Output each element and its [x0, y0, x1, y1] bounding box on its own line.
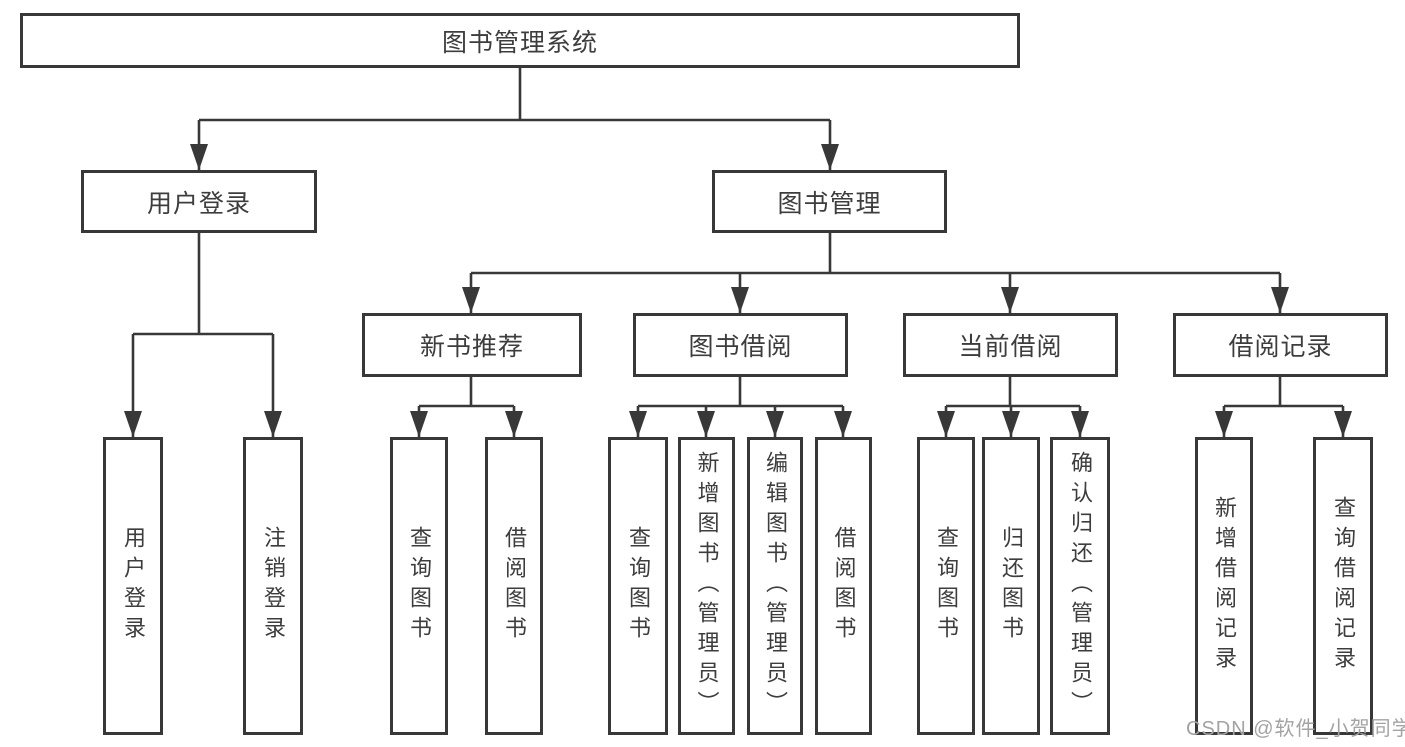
csdn-watermark: CSDN @软件_小贺同学: [1186, 718, 1405, 740]
leaf-query-books-recommend: 查询图书: [390, 437, 448, 735]
leaf-label: 确认归还（管理员）: [1068, 451, 1093, 721]
node-label: 新书推荐: [419, 333, 524, 361]
node-new-book-recommend: 新书推荐: [362, 313, 582, 377]
leaf-label: 新增图书（管理员）: [694, 451, 720, 721]
leaf-add-borrow-record: 新增借阅记录: [1195, 437, 1253, 735]
leaf-user-login: 用户登录: [103, 437, 163, 735]
node-label: 当前借阅: [958, 333, 1063, 361]
leaf-confirm-return-admin: 确认归还（管理员）: [1050, 437, 1110, 735]
node-user-login: 用户登录: [81, 170, 317, 233]
leaf-label: 用户登录: [121, 526, 146, 646]
leaf-label: 编辑图书（管理员）: [763, 451, 788, 721]
leaf-query-books-current: 查询图书: [917, 437, 975, 735]
leaf-logout: 注销登录: [243, 437, 303, 735]
node-borrow-records: 借阅记录: [1173, 313, 1388, 377]
node-book-management: 图书管理: [712, 170, 947, 233]
leaf-label: 注销登录: [261, 526, 286, 646]
leaf-label: 借阅图书: [831, 526, 857, 646]
leaf-label: 新增借阅记录: [1212, 496, 1237, 676]
leaf-query-books-borrowing: 查询图书: [608, 437, 668, 735]
node-label: 图书管理: [777, 189, 882, 218]
leaf-borrow-books-borrowing: 借阅图书: [815, 437, 872, 735]
leaf-query-borrow-record: 查询借阅记录: [1313, 437, 1373, 735]
leaf-label: 查询图书: [934, 526, 959, 646]
node-book-borrowing: 图书借阅: [633, 313, 848, 377]
node-label: 图书管理系统: [441, 28, 598, 57]
leaf-edit-books-admin: 编辑图书（管理员）: [747, 437, 803, 735]
node-current-borrowing: 当前借阅: [903, 313, 1118, 377]
leaf-label: 查询图书: [626, 526, 651, 646]
leaf-label: 归还图书: [999, 526, 1024, 646]
leaf-label: 借阅图书: [502, 526, 527, 646]
leaf-label: 查询图书: [407, 526, 432, 646]
leaf-add-books-admin: 新增图书（管理员）: [678, 437, 735, 735]
node-root-library-system: 图书管理系统: [20, 13, 1020, 68]
leaf-label: 查询借阅记录: [1331, 496, 1356, 676]
leaf-return-books: 归还图书: [982, 437, 1040, 735]
node-label: 图书借阅: [688, 333, 793, 361]
node-label: 用户登录: [146, 189, 251, 218]
node-label: 借阅记录: [1228, 333, 1333, 361]
leaf-borrow-books-recommend: 借阅图书: [485, 437, 543, 735]
